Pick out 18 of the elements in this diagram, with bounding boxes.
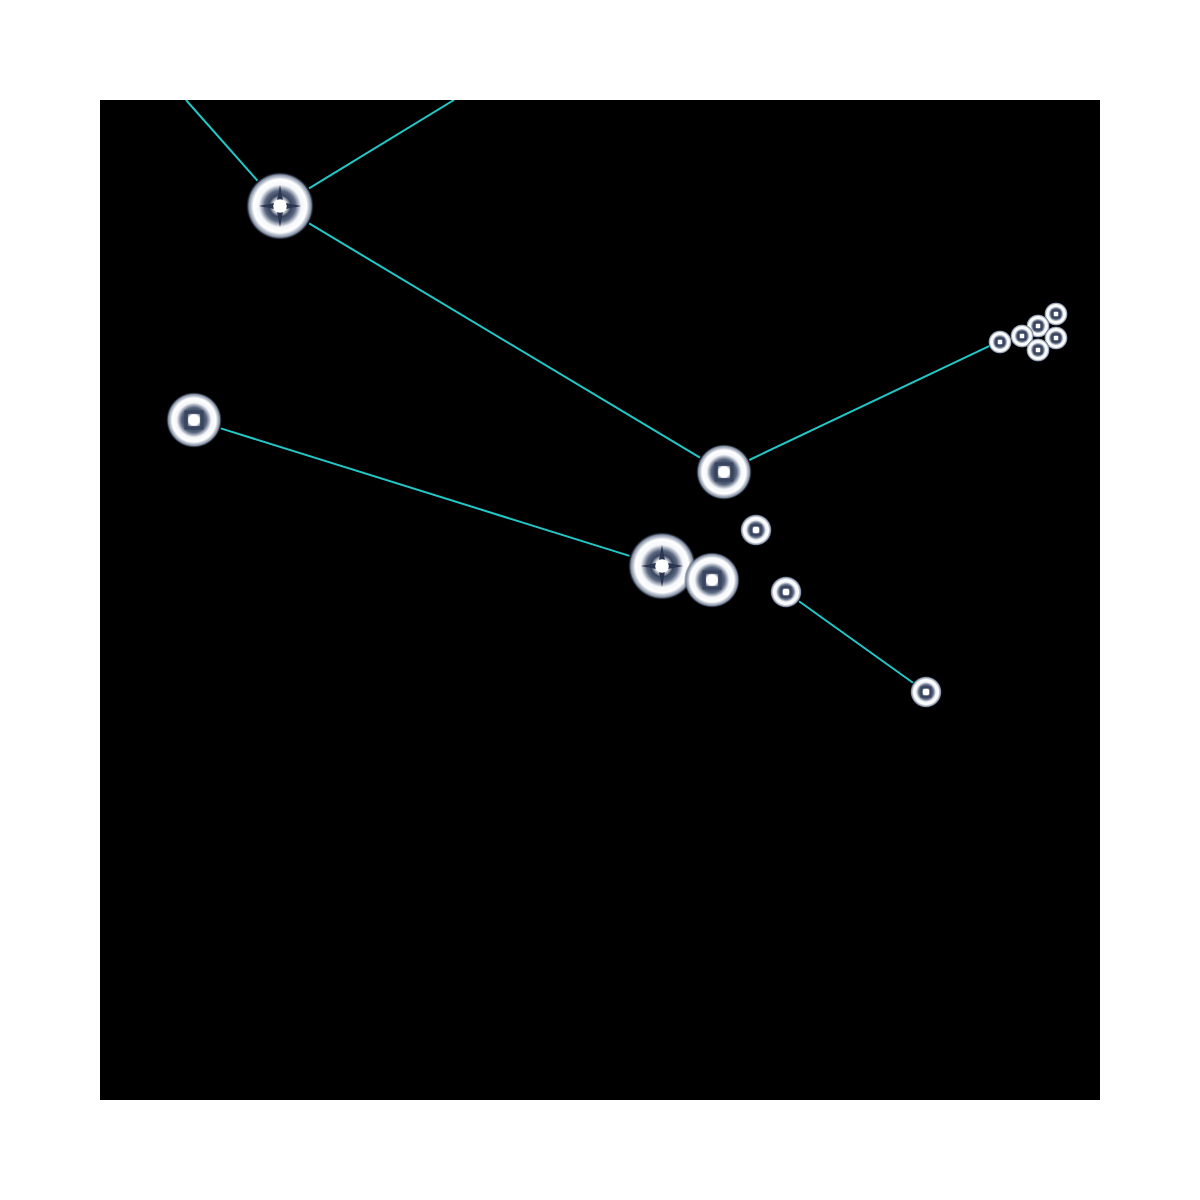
ring-node — [684, 552, 740, 608]
ring-node — [988, 329, 1012, 353]
connector-line — [798, 600, 914, 684]
ring-node — [910, 676, 942, 708]
ring-node — [740, 514, 772, 546]
ring-node — [770, 576, 802, 608]
ring-node — [1044, 302, 1068, 326]
ring-node — [1026, 338, 1050, 362]
sparkle-node — [628, 532, 696, 600]
sparkle-node — [246, 172, 314, 240]
connector-line — [219, 427, 631, 557]
ring-node — [696, 444, 752, 500]
connector-line — [308, 222, 701, 459]
ring-node — [1044, 326, 1068, 350]
ring-node — [166, 392, 222, 448]
connector-line — [748, 345, 991, 461]
connector-line — [308, 100, 455, 190]
connector-line — [185, 100, 259, 182]
